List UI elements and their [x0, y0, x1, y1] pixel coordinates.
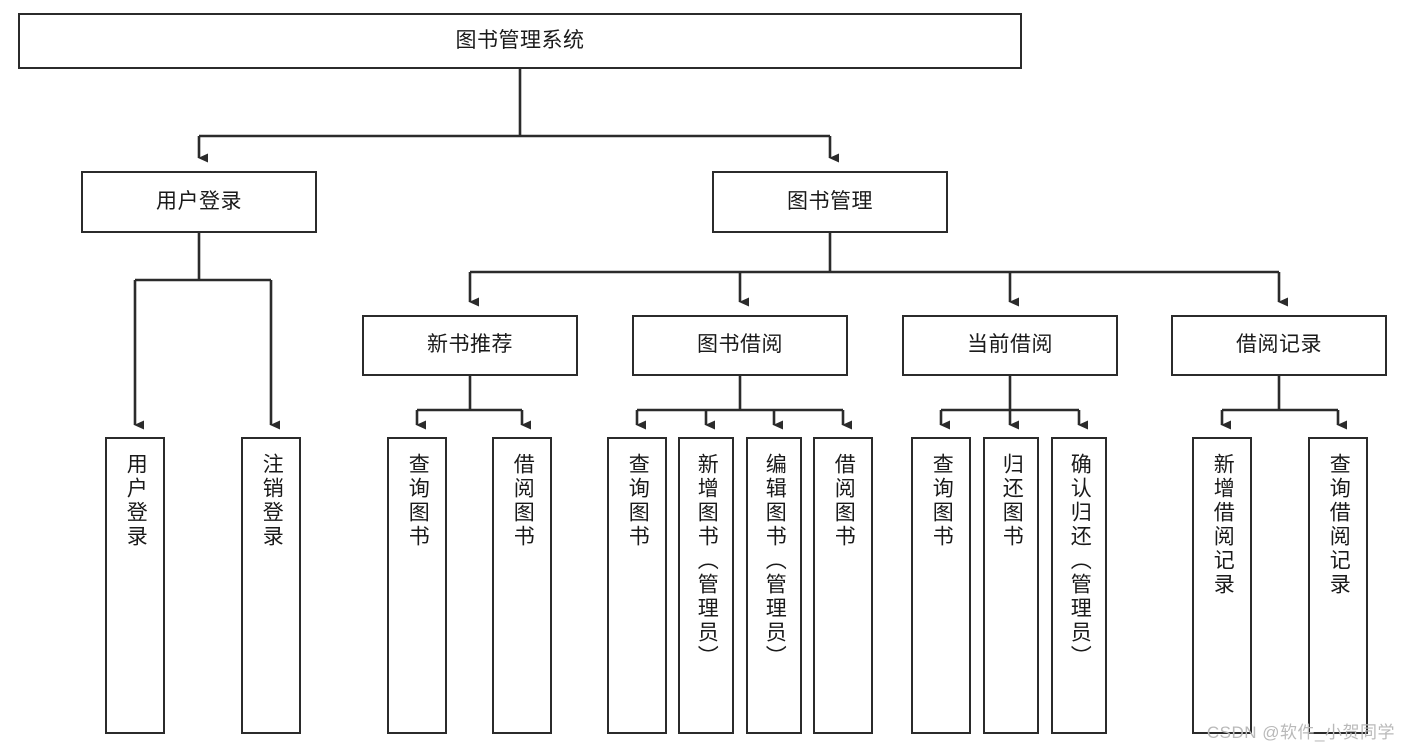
node-root-book-management-system[interactable]: 图书管理系统	[18, 13, 1022, 69]
node-label: 图书管理	[787, 189, 873, 213]
leaf-recommend-query-book[interactable]: 查询图书	[387, 437, 447, 734]
node-borrow-records[interactable]: 借阅记录	[1171, 315, 1387, 376]
node-user-login[interactable]: 用户登录	[81, 171, 317, 233]
node-label: 新增图书（管理员）	[695, 453, 719, 669]
leaf-borrow-edit-book-admin[interactable]: 编辑图书（管理员）	[746, 437, 802, 734]
node-label: 当前借阅	[967, 333, 1053, 357]
node-label: 新增借阅记录	[1211, 453, 1235, 597]
node-label: 编辑图书（管理员）	[763, 453, 787, 669]
node-label: 图书管理系统	[455, 28, 585, 52]
node-label: 借阅图书	[511, 453, 535, 549]
leaf-current-confirm-return-admin[interactable]: 确认归还（管理员）	[1051, 437, 1107, 734]
node-label: 借阅图书	[832, 453, 856, 549]
node-label: 查询图书	[626, 453, 650, 549]
leaf-logout[interactable]: 注销登录	[241, 437, 301, 734]
leaf-records-query-record[interactable]: 查询借阅记录	[1308, 437, 1368, 734]
leaf-current-return-book[interactable]: 归还图书	[983, 437, 1039, 734]
node-label: 新书推荐	[427, 333, 513, 357]
node-label: 用户登录	[124, 453, 148, 549]
leaf-user-login[interactable]: 用户登录	[105, 437, 165, 734]
leaf-recommend-borrow-book[interactable]: 借阅图书	[492, 437, 552, 734]
leaf-records-add-record[interactable]: 新增借阅记录	[1192, 437, 1252, 734]
node-label: 图书借阅	[697, 333, 783, 357]
node-new-book-recommend[interactable]: 新书推荐	[362, 315, 578, 376]
leaf-borrow-query-book[interactable]: 查询图书	[607, 437, 667, 734]
leaf-borrow-add-book-admin[interactable]: 新增图书（管理员）	[678, 437, 734, 734]
node-label: 查询图书	[930, 453, 954, 549]
node-label: 借阅记录	[1236, 333, 1322, 357]
node-label: 用户登录	[156, 189, 242, 213]
csdn-watermark: CSDN @软件_小贺同学	[1206, 723, 1395, 742]
node-label: 确认归还（管理员）	[1068, 453, 1092, 669]
node-label: 查询图书	[406, 453, 430, 549]
node-book-management[interactable]: 图书管理	[712, 171, 948, 233]
node-current-borrow[interactable]: 当前借阅	[902, 315, 1118, 376]
node-label: 注销登录	[260, 453, 284, 549]
leaf-current-query-book[interactable]: 查询图书	[911, 437, 971, 734]
node-label: 查询借阅记录	[1327, 453, 1351, 597]
node-label: 归还图书	[1000, 453, 1024, 549]
node-book-borrow[interactable]: 图书借阅	[632, 315, 848, 376]
leaf-borrow-borrow-book[interactable]: 借阅图书	[813, 437, 873, 734]
